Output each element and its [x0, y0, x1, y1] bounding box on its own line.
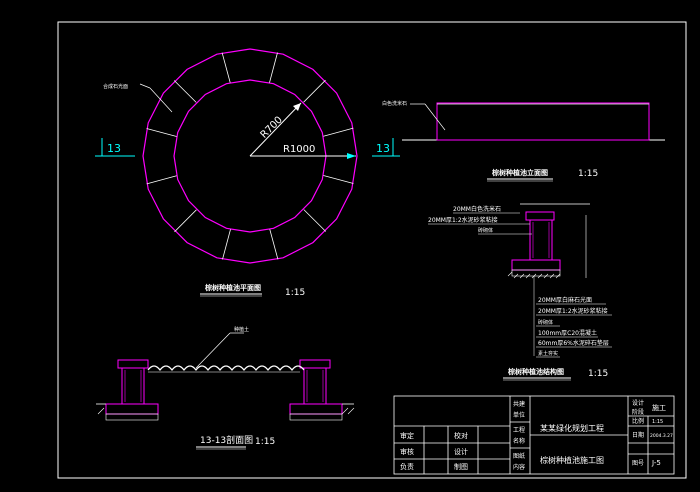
- tb-stage-value: 施工: [652, 403, 666, 412]
- structure-title: 棕树种植池结构图: [507, 367, 564, 376]
- structure-label: 20MM厚1:2水泥砂浆粘接: [538, 307, 608, 315]
- structure-label: 100mm厚C20混凝土: [538, 329, 597, 337]
- arrow-icon: [347, 153, 356, 159]
- elevation-scale: 1:15: [578, 169, 598, 179]
- tb-cell: 校对: [454, 431, 468, 440]
- plan-title: 棕树种植池平面图: [204, 283, 261, 292]
- stone-joint-line: [303, 79, 326, 103]
- structure-label: 20MM厚白麻石光面: [538, 296, 592, 304]
- tb-cell: 图号: [632, 460, 644, 467]
- tb-cell: 比例: [632, 417, 644, 425]
- dim-r700: R700: [259, 115, 285, 141]
- stone-joint-lines: [146, 52, 354, 260]
- title-block: [393, 395, 675, 475]
- structure-label: 60mm厚6%水泥碎石垫层: [538, 339, 609, 347]
- tb-cell: 共建: [513, 400, 525, 408]
- right-gravel-layer: [289, 413, 343, 421]
- section-view: 种植土 13-13剖面图 1:15: [96, 326, 355, 450]
- concrete-base: [511, 259, 561, 271]
- dim-r1000: R1000: [283, 144, 315, 155]
- plan-scale: 1:15: [285, 288, 305, 298]
- stone-joint-line: [146, 128, 177, 137]
- stone-joint-line: [222, 229, 231, 260]
- planter-inner-edge: [173, 79, 327, 233]
- tb-cell: 负责: [400, 462, 414, 471]
- tb-project-name: 某某绿化规划工程: [540, 423, 604, 433]
- leader-line: [139, 83, 151, 89]
- stone-joint-line: [303, 209, 327, 232]
- tb-date-value: 2004.3.27: [650, 433, 673, 439]
- cap-stone: [525, 211, 555, 221]
- elevation-view: 白色洗米石 棕树种植池立面图 1:15: [382, 100, 665, 182]
- stone-joint-line: [269, 229, 279, 260]
- stone-joint-line: [174, 209, 197, 233]
- tb-drawing-name: 棕树种植池施工图: [540, 455, 604, 465]
- tb-cell: 名称: [513, 437, 525, 445]
- stone-joint-line: [269, 52, 278, 83]
- structure-detail: 20MM白色洗米石 20MM厚1:2水泥砂浆粘接 砖砌体 20MM厚白麻石光面 …: [428, 203, 612, 381]
- left-concrete-base: [105, 403, 159, 415]
- label-planting-soil: 种植土: [234, 326, 249, 333]
- tb-cell: 日期: [632, 431, 644, 439]
- section-title: 13-13剖面图: [200, 434, 253, 446]
- stone-joint-line: [323, 175, 354, 184]
- tb-cell: 设计: [632, 399, 644, 407]
- tb-cell: 审定: [400, 431, 414, 440]
- section-label-left: 13: [107, 142, 121, 155]
- tb-scale-value: 1:15: [652, 419, 663, 425]
- stone-joint-line: [323, 127, 354, 137]
- stone-joint-line: [146, 175, 177, 185]
- tb-cell: 设计: [454, 447, 468, 456]
- tb-cell: 内容: [513, 463, 525, 471]
- leader-line: [149, 87, 173, 113]
- tb-cell: 制图: [454, 462, 468, 471]
- tb-cell: 图纸: [513, 452, 525, 460]
- tb-cell: 单位: [513, 411, 525, 419]
- plan-view: R700 R1000 合成石光面 13 13 棕树种植池平面图 1:15: [95, 48, 400, 298]
- structure-label: 20MM白色洗米石: [453, 205, 501, 213]
- right-cap-stone: [299, 359, 331, 369]
- planter-outer-edge: [142, 48, 358, 264]
- tb-number-value: J-5: [651, 459, 661, 467]
- tb-cell: 审核: [400, 447, 414, 456]
- structure-label: 砖砌体: [538, 319, 553, 326]
- planting-soil-surface: [147, 365, 305, 371]
- structure-label: 砖砌体: [478, 227, 493, 234]
- planter-elevation-body: [436, 102, 650, 141]
- gravel-layer: [511, 269, 561, 277]
- elevation-title: 棕树种植池立面图: [491, 168, 548, 177]
- radius-r700-line: [249, 102, 302, 157]
- structure-label: 20MM厚1:2水泥砂浆粘接: [428, 216, 498, 224]
- title-block-text: 审定 校对 审核 设计 负责 制图 共建 单位 工程 名称 图纸 内容 某某绿化…: [400, 399, 673, 471]
- section-scale: 1:15: [255, 437, 275, 447]
- leader-line: [424, 103, 446, 131]
- leader-line: [195, 332, 231, 369]
- tb-cell: 阶段: [632, 408, 644, 416]
- soil-hatch: [97, 407, 355, 415]
- left-gravel-layer: [105, 413, 159, 421]
- stone-joint-line: [221, 52, 231, 83]
- sheet-border: [57, 21, 687, 479]
- left-cap-stone: [117, 359, 149, 369]
- arrow-icon: [293, 103, 301, 111]
- stone-joint-line: [173, 80, 197, 103]
- tb-cell: 工程: [513, 426, 525, 434]
- structure-scale: 1:15: [588, 369, 608, 379]
- title-block-frame: [393, 395, 675, 475]
- section-label-right: 13: [376, 142, 390, 155]
- label-white-stone: 白色洗米石: [382, 100, 407, 107]
- structure-label: 素土夯实: [538, 350, 558, 357]
- label-stone: 合成石光面: [103, 83, 128, 90]
- right-concrete-base: [289, 403, 343, 415]
